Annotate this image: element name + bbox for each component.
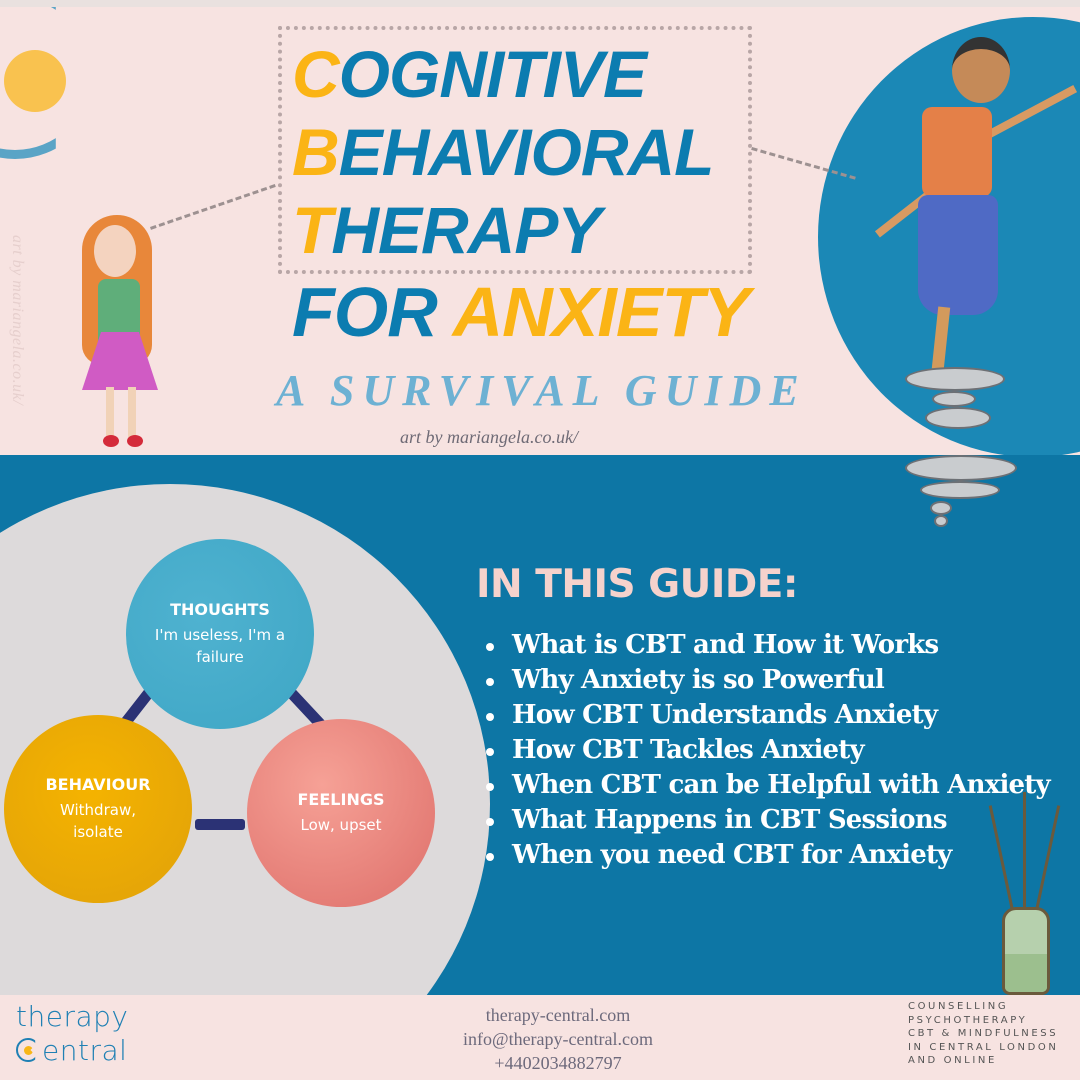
- brand-line-therapy: therapy: [16, 1000, 129, 1033]
- list-item: When CBT can be Helpful with Anxiety: [484, 768, 1051, 803]
- email-link[interactable]: info@therapy-central.com: [463, 1029, 653, 1049]
- node-body: I'm useless, I'm a failure: [154, 625, 286, 666]
- girl-face: [94, 225, 136, 277]
- subtitle: A SURVIVAL GUIDE: [276, 366, 807, 415]
- guide-band: THOUGHTS I'm useless, I'm a failure BEHA…: [0, 455, 1080, 995]
- phone-number[interactable]: +4402034882797: [494, 1053, 622, 1073]
- girl-leg-left: [106, 387, 114, 437]
- diffuser-liquid: [1005, 954, 1047, 992]
- service-item: CBT & MINDFULNESS: [908, 1028, 1059, 1039]
- hero-section: art by mariangela.co.uk/ COGNITIVE BEHAV…: [0, 7, 1080, 455]
- balancing-stone: [932, 391, 976, 407]
- title-rest-therapy: HERAPY: [331, 193, 601, 267]
- node-behaviour: BEHAVIOUR Withdraw, isolate: [4, 715, 192, 903]
- top-strip: [0, 0, 1080, 7]
- title-line-behavioral: BEHAVIORAL: [292, 119, 749, 197]
- title-rest-behavioral: EHAVIORAL: [338, 115, 715, 189]
- girl-shoe-right: [127, 435, 143, 447]
- connector-behaviour-feelings: [195, 819, 245, 830]
- node-title: THOUGHTS: [170, 599, 270, 619]
- title-line-therapy: THERAPY: [292, 197, 749, 275]
- boy-pants: [918, 195, 998, 315]
- title-rest-cognitive: OGNITIVE: [338, 37, 647, 111]
- footer: therapy entral therapy-central.com info@…: [0, 995, 1080, 1080]
- balancing-stone: [905, 455, 1017, 481]
- list-item: What Happens in CBT Sessions: [484, 803, 1050, 838]
- balancing-stone: [920, 481, 1000, 499]
- title-line-for-anxiety: FOR ANXIETY: [292, 277, 750, 355]
- list-item: Why Anxiety is so Powerful: [484, 663, 1050, 698]
- art-credit: art by mariangela.co.uk/: [400, 427, 578, 447]
- logo-c-dot-icon: [16, 1038, 36, 1062]
- reed-stick: [1023, 792, 1026, 967]
- girl-leg-right: [128, 387, 136, 437]
- brand-central-text: entral: [42, 1034, 128, 1067]
- node-title: BEHAVIOUR: [45, 774, 151, 794]
- node-thoughts: THOUGHTS I'm useless, I'm a failure: [126, 539, 314, 729]
- girl-shoe-left: [103, 435, 119, 447]
- guide-contents-list: What is CBT and How it Works Why Anxiety…: [484, 628, 1051, 873]
- title-line-cognitive: COGNITIVE: [292, 41, 749, 119]
- balancing-stone: [925, 407, 991, 429]
- balancing-stone: [934, 515, 948, 527]
- brand-logo[interactable]: therapy entral: [16, 1000, 128, 1068]
- node-feelings: FEELINGS Low, upset: [247, 719, 435, 907]
- node-body: Low, upset: [300, 815, 382, 834]
- page-title: COGNITIVE BEHAVIORAL THERAPY FOR ANXIETY: [292, 41, 750, 355]
- guide-heading: IN THIS GUIDE:: [476, 562, 798, 607]
- balancing-stone: [905, 367, 1005, 391]
- logo-arc-decoration: [0, 7, 56, 159]
- website-link[interactable]: therapy-central.com: [485, 1005, 631, 1025]
- boy-head: [952, 37, 1010, 103]
- vertical-art-credit: art by mariangela.co.uk/: [9, 235, 26, 406]
- boy-shirt: [922, 107, 992, 197]
- contact-info: therapy-central.com info@therapy-central…: [400, 1003, 716, 1075]
- balancing-stone: [930, 501, 952, 515]
- list-item: How CBT Tackles Anxiety: [484, 733, 1050, 768]
- node-title: FEELINGS: [297, 789, 385, 809]
- service-item: AND ONLINE: [908, 1055, 997, 1066]
- title-initial-t: T: [292, 193, 332, 267]
- service-item: COUNSELLING: [908, 1001, 1009, 1012]
- dotted-title-frame: [278, 26, 752, 274]
- services-list: COUNSELLING PSYCHOTHERAPY CBT & MINDFULN…: [908, 1000, 1058, 1068]
- node-body: Withdraw, isolate: [60, 800, 136, 841]
- brand-line-central: entral: [16, 1034, 128, 1068]
- list-item: What is CBT and How it Works: [484, 628, 1050, 663]
- title-anxiety: ANXIETY: [452, 273, 750, 351]
- logo-dot-decoration: [4, 50, 66, 112]
- title-for: FOR: [292, 273, 453, 351]
- list-item: How CBT Understands Anxiety: [484, 698, 1050, 733]
- title-initial-c: C: [292, 37, 340, 111]
- service-item: PSYCHOTHERAPY: [908, 1014, 1028, 1026]
- diffuser-bottle: [1002, 907, 1050, 995]
- dotted-connector-left: [150, 184, 276, 230]
- title-initial-b: B: [292, 115, 340, 189]
- reed-diffuser-icon: [988, 792, 1061, 995]
- service-item: IN CENTRAL LONDON: [908, 1041, 1059, 1053]
- list-item: When you need CBT for Anxiety: [484, 838, 1050, 873]
